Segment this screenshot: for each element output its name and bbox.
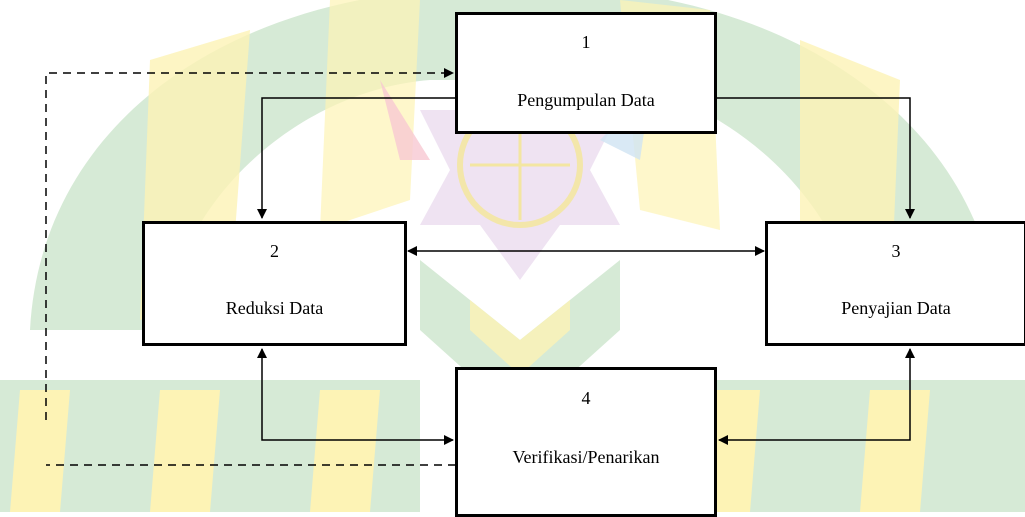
edge-penyajian-verifikasi bbox=[718, 348, 915, 445]
node-number: 1 bbox=[581, 32, 591, 52]
node-pengumpulan-data: 1 Pengumpulan Data bbox=[455, 12, 717, 134]
node-label: Reduksi Data bbox=[225, 298, 324, 318]
node-label: Penyajian Data bbox=[841, 298, 951, 318]
node-reduksi-data: 2 Reduksi Data bbox=[142, 221, 407, 346]
edge-pengumpulan-to-penyajian bbox=[716, 97, 915, 219]
edge-reduksi-verifikasi bbox=[257, 348, 454, 445]
node-number: 3 bbox=[891, 241, 901, 261]
node-penyajian-data: 3 Penyajian Data bbox=[765, 221, 1025, 346]
node-number: 2 bbox=[270, 241, 279, 261]
node-number: 4 bbox=[581, 388, 591, 408]
edge-pengumpulan-to-reduksi bbox=[257, 97, 456, 219]
node-label: Verifikasi/Penarikan bbox=[512, 447, 660, 467]
edge-dashed-return bbox=[45, 68, 454, 420]
node-verifikasi-penarikan: 4 Verifikasi/Penarikan bbox=[455, 367, 717, 517]
node-label: Pengumpulan Data bbox=[517, 90, 655, 110]
